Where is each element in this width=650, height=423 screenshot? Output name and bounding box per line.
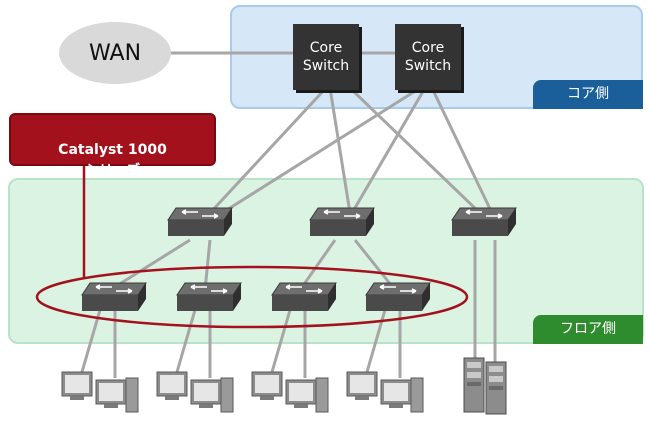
pc-2-icon-stand-2	[199, 404, 213, 408]
server-2-icon-bay-2	[489, 376, 503, 382]
pc-3-icon-tower	[315, 377, 329, 413]
catalyst-series-text: Catalyst 1000 シリーズ	[58, 142, 167, 179]
access-switch-3-icon-front	[272, 295, 328, 311]
link-line-11	[298, 239, 337, 291]
floor-switch-2-icon	[309, 207, 375, 236]
link-line-17	[175, 309, 197, 373]
floor-switch-1-icon-side	[224, 208, 232, 236]
access-switch-1-icon-side	[138, 283, 146, 311]
server-1-icon-bay-1	[467, 362, 481, 368]
floor-switch-3-icon-top	[451, 207, 517, 221]
server-1-icon-bay-2	[467, 372, 481, 378]
link-line-15	[80, 309, 102, 373]
link-line-8	[430, 87, 494, 214]
access-switch-4-icon-top	[365, 282, 431, 296]
floor-switch-1-icon-top	[167, 207, 233, 221]
floor-switch-2-icon-arrows	[323, 209, 361, 219]
floor-switch-2-icon-side	[366, 208, 374, 236]
pc-3-icon-stand-2	[294, 404, 308, 408]
access-switch-1-icon	[81, 282, 147, 311]
pc-1-icon-stand-2	[104, 404, 118, 408]
pc-2-icon-tower	[220, 377, 234, 413]
pc-4-icon-screen-2	[384, 383, 408, 401]
floor-switch-3-icon	[451, 207, 517, 236]
access-switch-3-icon-top	[271, 282, 337, 296]
floor-switch-3-icon-arrows	[465, 209, 503, 219]
link-line-4	[328, 87, 352, 214]
pc-4-icon	[346, 371, 424, 413]
pc-1-icon-tower	[125, 377, 139, 413]
access-switch-1-icon-arrows	[95, 284, 133, 294]
access-switch-2-icon-side	[233, 283, 241, 311]
floor-switch-1-icon-front	[168, 220, 224, 236]
catalyst-series-label: Catalyst 1000 シリーズ	[9, 113, 216, 179]
server-1-icon	[463, 357, 485, 413]
server-2-icon-bay-3	[489, 386, 503, 390]
link-line-9	[109, 238, 191, 292]
pc-4-icon-stand-2	[389, 404, 403, 408]
server-2-icon	[485, 361, 507, 415]
pc-2-icon-screen	[160, 375, 184, 393]
floor-switch-2-icon-front	[310, 220, 366, 236]
floor-switch-1-icon-arrows	[181, 209, 219, 219]
pc-2-icon-screen-2	[194, 383, 218, 401]
pc-4-icon-stand	[355, 396, 369, 400]
access-switch-3-icon	[271, 282, 337, 311]
pc-2-icon	[156, 371, 234, 413]
access-switch-2-icon-top	[176, 282, 242, 296]
core-switch-1: Core Switch	[293, 24, 359, 90]
pc-3-icon-screen	[255, 375, 279, 393]
tag-floor-side: フロア側	[533, 315, 643, 344]
access-switch-2-icon-arrows	[190, 284, 228, 294]
pc-1-icon-screen	[65, 375, 89, 393]
server-1-icon-bay-3	[467, 382, 481, 386]
core-switch-2: Core Switch	[395, 24, 461, 90]
core-switch-2-label: Core Switch	[404, 40, 452, 74]
access-switch-1-icon-front	[82, 295, 138, 311]
floor-switch-2-icon-top	[309, 207, 375, 221]
pc-3-icon-screen-2	[289, 383, 313, 401]
link-line-3	[208, 86, 328, 215]
pc-1-icon	[61, 371, 139, 413]
tag-core-side: コア側	[533, 80, 643, 109]
tag-floor-side-label: フロア側	[560, 321, 616, 337]
floor-switch-3-icon-front	[452, 220, 508, 236]
pc-3-icon	[251, 371, 329, 413]
wan-label: WAN	[88, 40, 142, 66]
access-switch-4-icon-front	[366, 295, 422, 311]
link-line-7	[350, 87, 427, 214]
pc-2-icon-stand	[165, 396, 179, 400]
pc-3-icon-stand	[260, 396, 274, 400]
access-switch-2-icon	[176, 282, 242, 311]
access-switch-3-icon-arrows	[285, 284, 323, 294]
access-switch-3-icon-side	[328, 283, 336, 311]
link-line-5	[348, 86, 482, 215]
floor-switch-3-icon-side	[508, 208, 516, 236]
access-switch-1-icon-top	[81, 282, 147, 296]
core-switch-1-label: Core Switch	[302, 40, 350, 74]
pc-1-icon-stand	[70, 396, 84, 400]
access-switch-4-icon-side	[422, 283, 430, 311]
wan-cloud: WAN	[59, 22, 171, 84]
access-switch-4-icon-arrows	[379, 284, 417, 294]
link-line-10	[203, 239, 212, 291]
floor-switch-1-icon	[167, 207, 233, 236]
tag-core-side-label: コア側	[567, 86, 609, 102]
link-line-21	[365, 309, 387, 373]
link-line-6	[221, 86, 421, 215]
link-line-19	[270, 309, 292, 373]
pc-4-icon-tower	[410, 377, 424, 413]
server-2-icon-bay-1	[489, 366, 503, 372]
access-switch-4-icon	[365, 282, 431, 311]
access-switch-2-icon-front	[177, 295, 233, 311]
pc-4-icon-screen	[350, 375, 374, 393]
link-line-12	[353, 239, 397, 291]
catalyst-highlight-ellipse	[35, 265, 469, 329]
pc-1-icon-screen-2	[99, 383, 123, 401]
